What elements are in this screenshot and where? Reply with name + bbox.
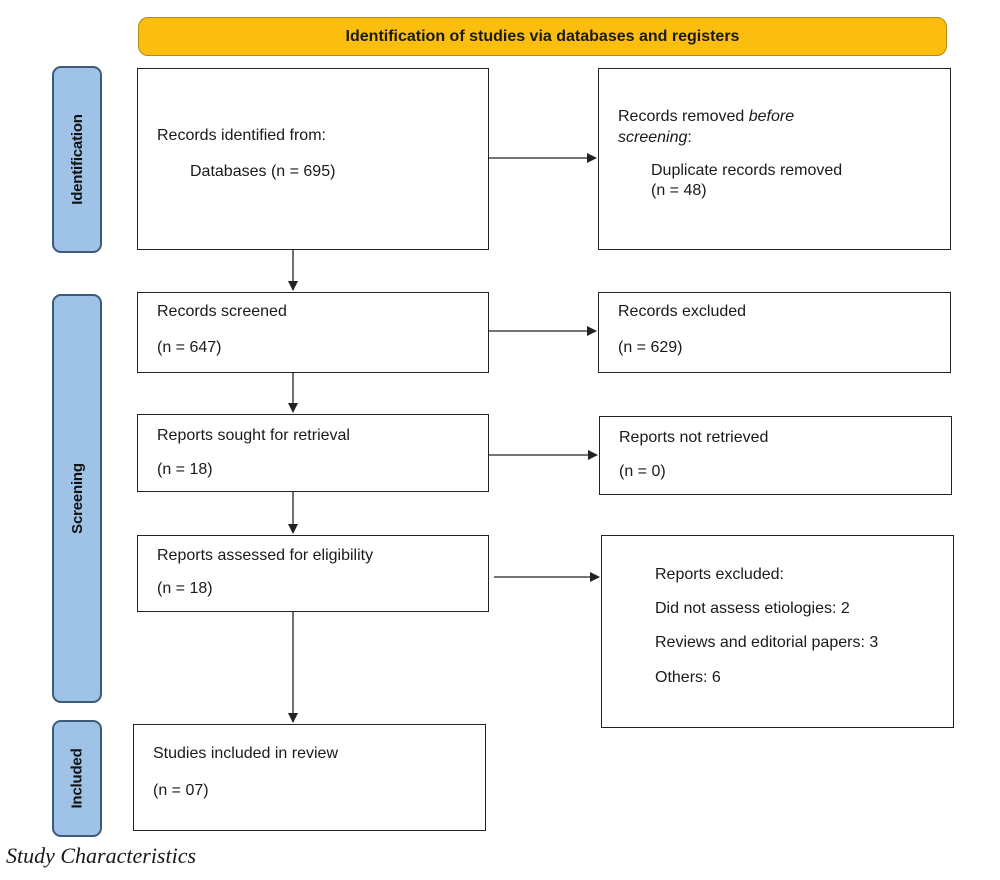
reports-not-retrieved-count: (n = 0) xyxy=(619,463,666,480)
records-screened-count: (n = 647) xyxy=(157,339,222,356)
studies-included-label: Studies included in review xyxy=(153,745,338,762)
header-title: Identification of studies via databases … xyxy=(345,27,740,45)
stage-screening: Screening xyxy=(52,294,102,703)
reports-not-retrieved-label: Reports not retrieved xyxy=(619,429,769,446)
figure-caption: Study Characteristics xyxy=(6,843,197,868)
reports-sought-label: Reports sought for retrieval xyxy=(157,427,350,444)
records-excluded-box: Records excluded (n = 629) xyxy=(598,292,951,373)
records-screened-label: Records screened xyxy=(157,303,287,320)
records-removed-line1: Records removed before xyxy=(618,108,795,125)
records-removed-line3: Duplicate records removed xyxy=(651,162,843,179)
reports-excluded-reason: Did not assess etiologies: 2 xyxy=(655,600,850,617)
header-bar: Identification of studies via databases … xyxy=(138,17,947,56)
studies-included-box: Studies included in review (n = 07) xyxy=(133,724,486,831)
reports-excluded-reason: Others: 6 xyxy=(655,669,721,686)
records-identified-label: Records identified from: xyxy=(157,127,326,144)
reports-assessed-count: (n = 18) xyxy=(157,580,213,597)
reports-assessed-label: Reports assessed for eligibility xyxy=(157,547,374,564)
reports-sought-count: (n = 18) xyxy=(157,461,213,478)
stage-identification: Identification xyxy=(52,66,102,253)
reports-excluded-box: Reports excluded: Did not assess etiolog… xyxy=(601,535,954,728)
records-identified-box: Records identified from: Databases (n = … xyxy=(137,68,489,250)
records-screened-box: Records screened (n = 647) xyxy=(137,292,489,373)
records-removed-box: Records removed before screening: Duplic… xyxy=(598,68,951,250)
records-identified-count: Databases (n = 695) xyxy=(190,163,336,180)
studies-included-count: (n = 07) xyxy=(153,782,209,799)
reports-assessed-box: Reports assessed for eligibility (n = 18… xyxy=(137,535,489,612)
records-excluded-count: (n = 629) xyxy=(618,339,683,356)
reports-not-retrieved-box: Reports not retrieved (n = 0) xyxy=(599,416,952,495)
records-excluded-label: Records excluded xyxy=(618,303,747,320)
reports-sought-box: Reports sought for retrieval (n = 18) xyxy=(137,414,489,492)
reports-excluded-reason: Reviews and editorial papers: 3 xyxy=(655,634,879,651)
records-removed-line2: screening: xyxy=(618,129,692,146)
records-removed-count: (n = 48) xyxy=(651,182,707,199)
stage-included: Included xyxy=(52,720,102,837)
reports-excluded-label: Reports excluded: xyxy=(655,566,784,583)
